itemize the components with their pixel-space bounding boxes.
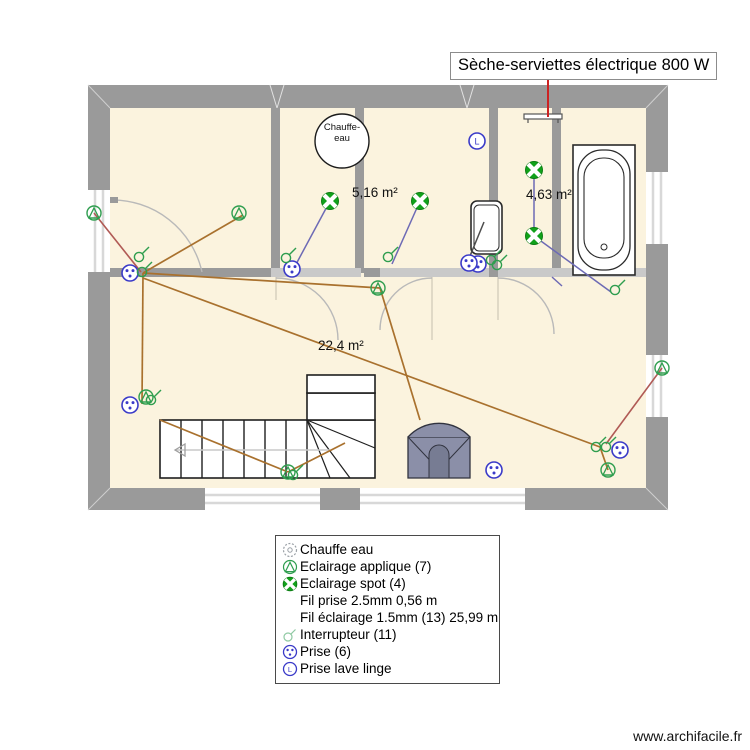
legend-label: Eclairage spot (4)	[300, 575, 406, 591]
legend-label: Prise lave linge	[300, 660, 392, 676]
interior-partitions	[110, 108, 646, 340]
eclairage-spot-icon	[526, 162, 543, 179]
legend-label: Chauffe eau	[300, 541, 374, 557]
prise-icon	[460, 254, 478, 272]
water-heater	[314, 113, 370, 169]
prise-lave-linge-icon	[468, 132, 486, 150]
room-area-label: 5,16 m²	[352, 185, 398, 200]
windows	[88, 84, 668, 510]
legend-item-eclairage-applique: Eclairage applique (7)	[280, 558, 495, 575]
eclairage-spot-icon	[322, 193, 339, 210]
legend-label: Prise (6)	[300, 643, 352, 659]
prise-icon	[611, 441, 629, 459]
room-area-label: 22,4 m²	[318, 338, 364, 353]
legend-label: Fil éclairage 1.5mm (13) 25,99 m	[300, 609, 499, 625]
legend-item-eclairage-spot: Eclairage spot (4)	[280, 575, 495, 592]
stair-direction-arrow	[173, 442, 330, 458]
staircase	[159, 374, 376, 479]
chauffe-eau-icon	[280, 542, 300, 558]
legend-item-fil-eclairage: Fil éclairage 1.5mm (13) 25,99 m	[280, 609, 499, 626]
wood-stove	[407, 422, 471, 479]
room-area-label: 4,63 m²	[526, 187, 572, 202]
water-heater-label: Chauffe- eau	[316, 122, 368, 144]
prise-lave-linge-icon: L	[280, 661, 300, 677]
bathtub	[572, 144, 636, 276]
water-heater-label-line1: Chauffe-	[323, 122, 361, 133]
legend-item-fil-prise: Fil prise 2.5mm 0,56 m	[280, 592, 495, 609]
svg-text:L: L	[288, 665, 292, 674]
legend-label: Eclairage applique (7)	[300, 558, 432, 574]
eclairage-spot-icon	[412, 193, 429, 210]
red-wires	[93, 212, 663, 445]
legend-item-prise-lave-linge: L Prise lave linge	[280, 660, 495, 677]
legend-item-interrupteur: Interrupteur (11)	[280, 626, 495, 643]
legend-label: Interrupteur (11)	[300, 626, 397, 642]
eclairage-spot-icon	[526, 228, 543, 245]
prise-icon	[121, 396, 139, 414]
prise-icon	[280, 644, 300, 660]
towel-radiator	[523, 113, 563, 123]
prise-icon	[121, 264, 139, 282]
legend-label: Fil prise 2.5mm 0,56 m	[300, 592, 438, 608]
annotation-callout[interactable]: Sèche-serviettes électrique 800 W	[450, 52, 718, 81]
eclairage-applique-icon	[280, 559, 300, 575]
washbasin	[470, 200, 503, 255]
legend-item-prise: Prise (6)	[280, 643, 495, 660]
prise-icon	[283, 260, 301, 278]
prise-icon	[485, 461, 503, 479]
legend-item-chauffe-eau: Chauffe eau	[280, 541, 495, 558]
water-heater-label-line2: eau	[334, 133, 350, 144]
legend-panel: Chauffe eau Eclairage applique (7) Eclai…	[275, 535, 500, 684]
annotation-text: Sèche-serviettes électrique 800 W	[458, 56, 710, 74]
footer-watermark: www.archifacile.fr	[633, 728, 742, 744]
interrupteur-icon	[280, 627, 300, 643]
eclairage-spot-icon	[280, 576, 300, 592]
lighting-wires	[293, 170, 612, 293]
outlet-wires	[141, 214, 609, 473]
